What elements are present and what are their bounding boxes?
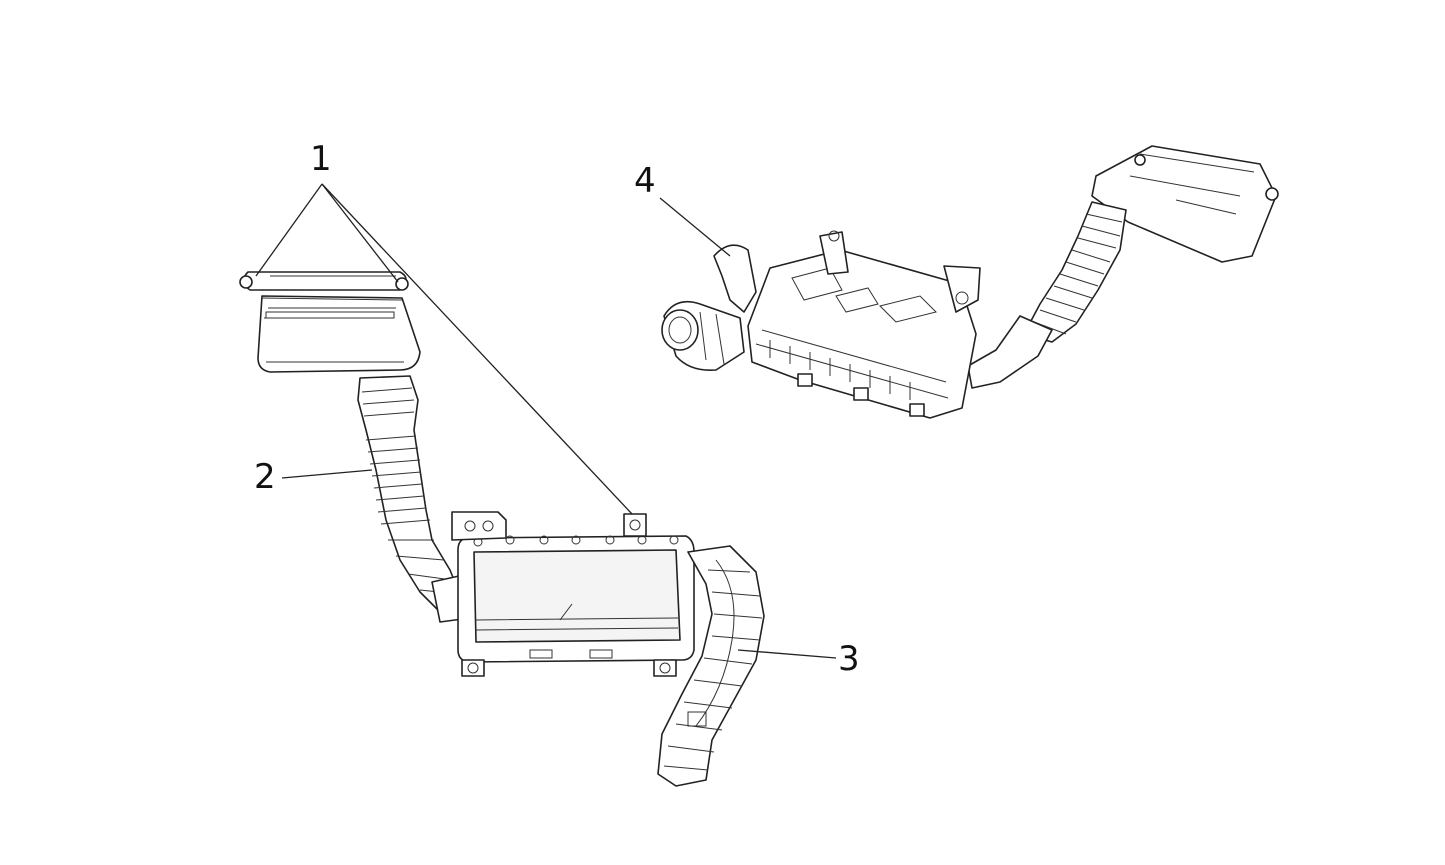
outlet-hose xyxy=(657,545,765,787)
callout-4: 4 xyxy=(634,161,656,201)
callout-1: 1 xyxy=(310,139,332,179)
left-assembly xyxy=(239,183,837,787)
right-outlet-elbow xyxy=(661,244,757,372)
rim-bolts xyxy=(473,535,679,547)
right-intake-hose xyxy=(967,201,1127,389)
callout-2: 2 xyxy=(254,457,276,497)
air-cleaner-box xyxy=(451,511,695,677)
right-air-cleaner-box xyxy=(747,230,981,419)
leader-lines-left xyxy=(255,183,837,659)
callout-3: 3 xyxy=(838,639,860,679)
intake-scoop xyxy=(239,271,421,373)
right-assembly xyxy=(659,145,1279,419)
intake-hose xyxy=(357,375,471,623)
leader-line-4 xyxy=(659,197,731,257)
